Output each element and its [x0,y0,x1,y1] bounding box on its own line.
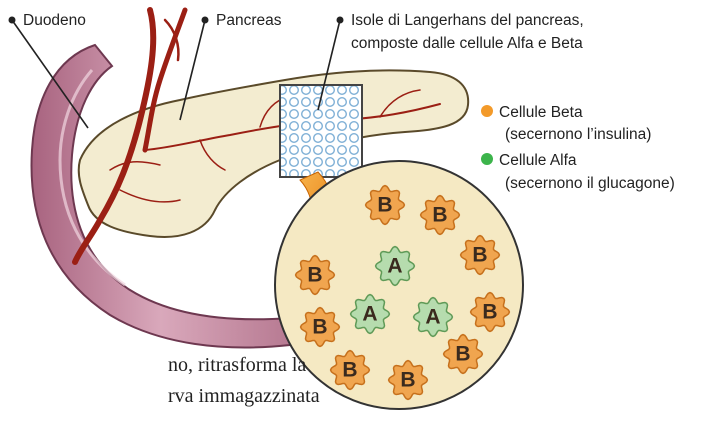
body-text-fragment: no, ritrasforma la rva immagazzinata [168,354,320,407]
alfa-cell-letter: A [425,306,440,329]
alfa-cell: A [376,247,415,286]
beta-cell-letter: B [342,359,357,382]
beta-cell: B [471,293,510,332]
body-text-line1: no, ritrasforma la [168,354,306,376]
bullet-dot [202,17,209,24]
alfa-legend-dot [481,153,493,165]
beta-cell: B [366,186,405,225]
beta-cell-letter: B [307,264,322,287]
beta-legend-title: Cellule Beta [499,104,583,121]
isole-label-line2: composte dalle cellule Alfa e Beta [351,35,583,52]
beta-cell: B [461,236,500,275]
beta-cell-letter: B [400,369,415,392]
beta-cell-letter: B [312,316,327,339]
bullet-dot [9,17,16,24]
beta-cell: B [389,361,428,400]
beta-legend-note: (secernono l’insulina) [505,126,651,143]
label-isole: Isole di Langerhans del pancreas, compos… [337,12,584,52]
legend: Cellule Beta (secernono l’insulina) Cell… [481,104,675,192]
beta-cell: B [331,351,370,390]
beta-cell: B [421,196,460,235]
alfa-cell: A [414,298,453,337]
beta-cell-letter: B [432,204,447,227]
isole-label-line1: Isole di Langerhans del pancreas, [351,12,584,29]
beta-cell: B [444,335,483,374]
alfa-cell: A [351,295,390,334]
beta-legend-dot [481,105,493,117]
beta-cell-letter: B [455,343,470,366]
alfa-legend-note: (secernono il glucagone) [505,175,675,192]
beta-cell: B [301,308,340,347]
alfa-legend-title: Cellule Alfa [499,152,577,169]
pancreas-label: Pancreas [216,12,282,29]
alfa-cell-letter: A [387,255,402,278]
beta-cell-letter: B [377,194,392,217]
label-pancreas: Pancreas [202,12,282,29]
beta-cell-letter: B [482,301,497,324]
beta-cell-letter: B [472,244,487,267]
label-duodeno: Duodeno [9,12,86,29]
duodeno-label: Duodeno [23,12,86,29]
alfa-cell-letter: A [362,303,377,326]
body-text-line2: rva immagazzinata [168,385,320,407]
beta-cell: B [296,256,335,295]
bullet-dot [337,17,344,24]
